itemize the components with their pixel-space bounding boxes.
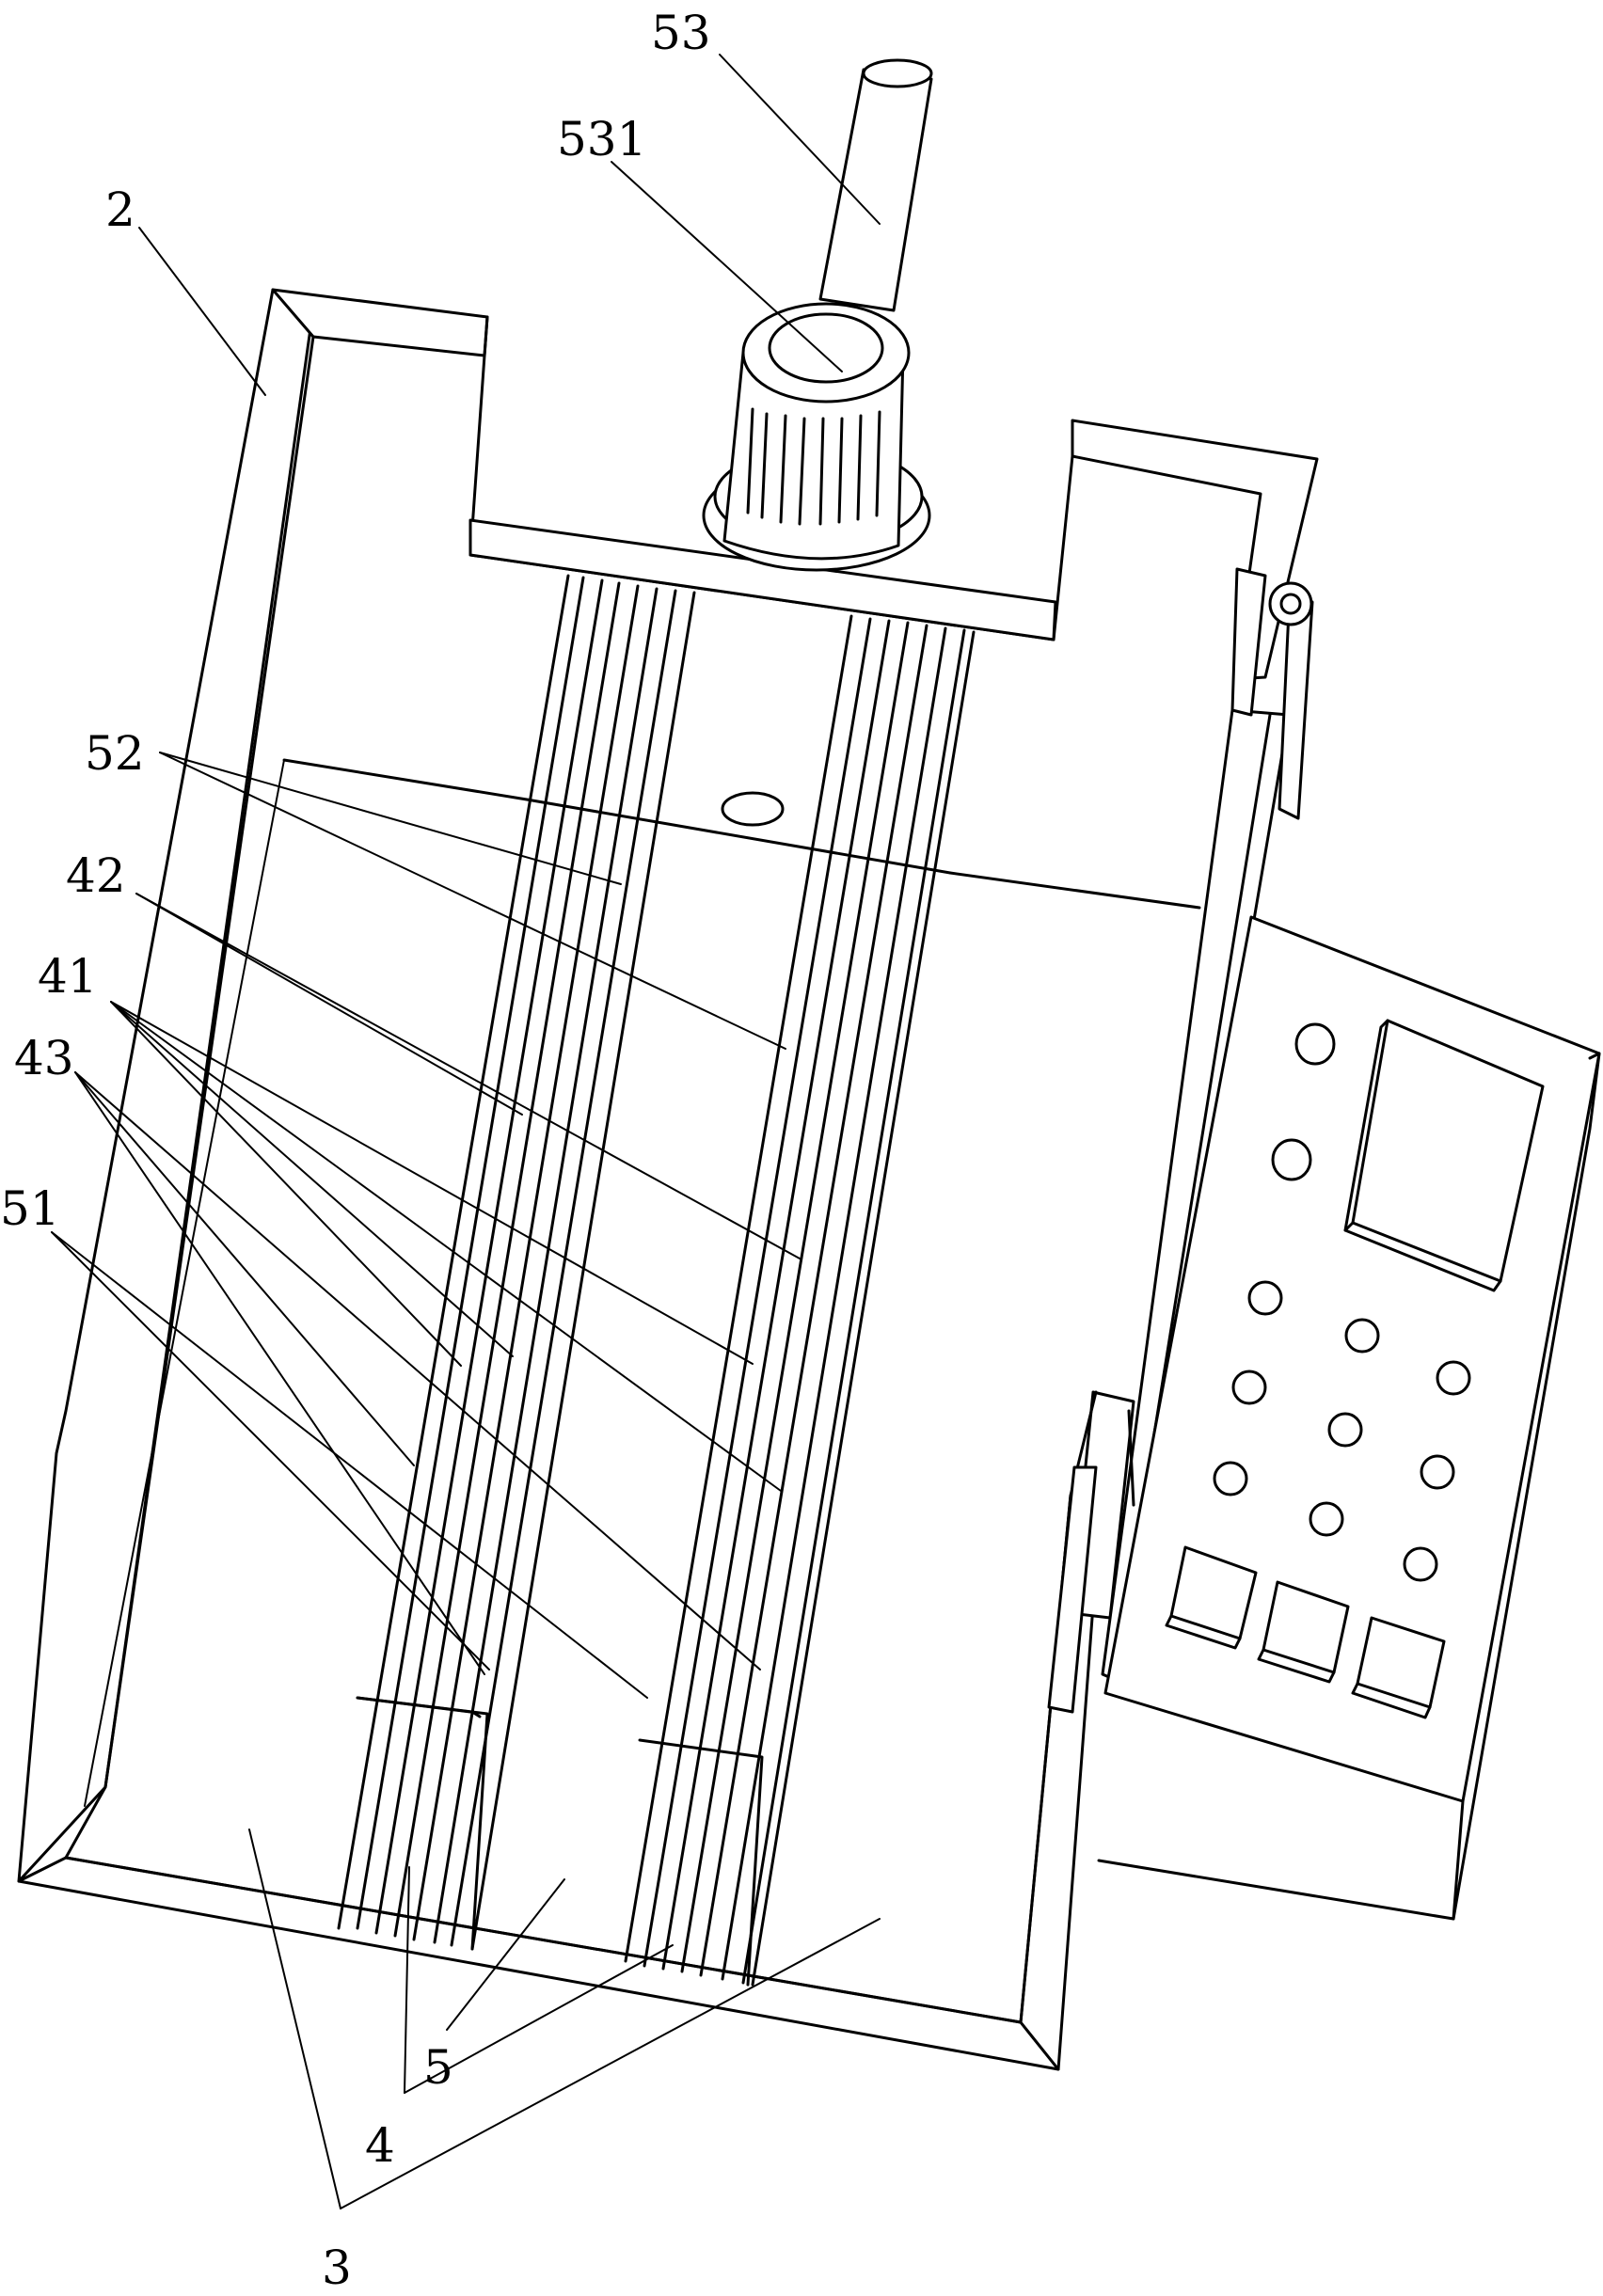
back-wall-line [282, 758, 529, 801]
button-5[interactable] [1327, 1412, 1363, 1448]
rod-lower-bracket [1047, 1465, 1098, 1714]
label-43: 43 [14, 1031, 74, 1085]
label-2: 2 [105, 182, 135, 237]
drive-shaft-top [862, 58, 933, 88]
top-plate-body [468, 518, 1057, 641]
rod-top-clamp [1278, 600, 1314, 820]
side-rod [1047, 567, 1314, 1714]
power-button-2[interactable] [1271, 1138, 1312, 1181]
button-1[interactable] [1247, 1280, 1283, 1316]
label-42: 42 [66, 848, 126, 903]
button-9[interactable] [1403, 1546, 1438, 1582]
bottom-base-section [17, 1856, 1060, 2071]
label-51: 51 [0, 1181, 60, 1236]
button-6[interactable] [1213, 1461, 1248, 1496]
label-41: 41 [38, 949, 98, 1004]
leader-lines [51, 54, 881, 2209]
motor-top-inner [768, 312, 884, 384]
panel-keys [1165, 1545, 1446, 1719]
label-4: 4 [365, 2118, 395, 2173]
label-53: 53 [651, 6, 711, 60]
inner-edge [84, 759, 285, 1807]
button-4[interactable] [1436, 1360, 1471, 1396]
label-3: 3 [322, 2241, 352, 2295]
outlet-hole [721, 791, 785, 827]
right-wall-upper-section [1071, 419, 1319, 681]
left-wall-section [17, 288, 315, 1883]
drive-shaft [818, 68, 933, 312]
label-5: 5 [423, 2040, 453, 2095]
back-wall-edge [525, 798, 952, 875]
rail-group-left [337, 574, 696, 1951]
button-7[interactable] [1420, 1454, 1455, 1490]
button-8[interactable] [1309, 1501, 1344, 1537]
panel-face [1103, 915, 1601, 1803]
button-3[interactable] [1231, 1370, 1267, 1405]
motor-vents [746, 407, 881, 526]
button-2[interactable] [1344, 1318, 1380, 1354]
panel-side [1097, 1052, 1601, 1921]
panel-buttons [1213, 1022, 1471, 1582]
top-plate [468, 518, 1057, 641]
power-button-1[interactable] [1294, 1022, 1336, 1066]
label-52: 52 [85, 726, 145, 781]
control-panel [1097, 915, 1601, 1921]
rod-upper-bracket [1230, 567, 1267, 717]
label-531: 531 [557, 112, 646, 166]
drive-assembly [702, 58, 933, 572]
rail-group-right [624, 614, 976, 1987]
hinge-pin-inner [1279, 593, 1302, 615]
reference-labels: 53 531 2 52 42 41 43 51 5 4 3 [0, 6, 711, 2295]
back-wall-line-right [948, 871, 1201, 910]
